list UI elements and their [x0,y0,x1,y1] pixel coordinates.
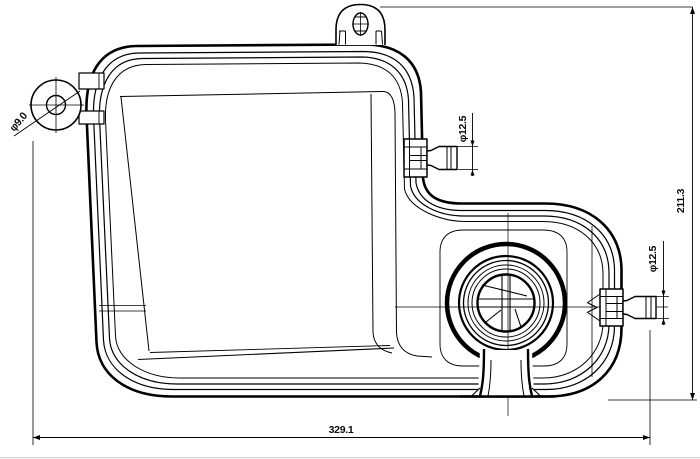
filler-cap [444,241,568,365]
cap-cross-grip [479,276,533,330]
label-overall-width: 329.1 [329,424,354,436]
dimension-upper-port [445,113,478,176]
cap-face-outline [439,226,593,377]
cap-neck [460,348,555,398]
tank-outline [85,43,623,398]
label-lower-port-diameter: φ12.5 [647,245,659,272]
dimension-lower-port [650,241,669,325]
left-mounting-ear [13,72,105,137]
inner-panel [99,91,433,361]
leader-line [13,90,81,137]
dimension-overall-width [32,141,651,445]
top-mounting-tab [335,3,386,45]
label-upper-port-diameter: φ12.5 [457,115,469,142]
label-overall-height: 211.3 [675,188,687,213]
label-mounting-hole-diameter: φ9.0 [7,110,30,134]
dimension-overall-height [380,6,697,401]
lower-hose-port [586,288,657,327]
upper-hose-port [403,138,458,178]
